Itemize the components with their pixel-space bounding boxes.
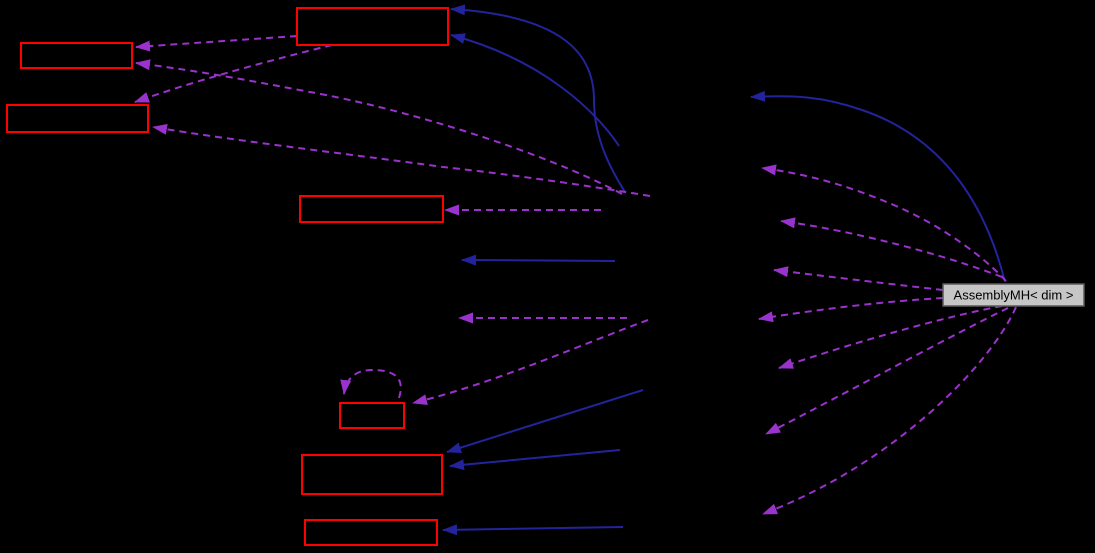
main-class-node-label: AssemblyMH< dim > — [954, 288, 1074, 303]
class-node-middle[interactable] — [299, 195, 444, 223]
edges-layer — [134, 4, 1017, 536]
main-class-node[interactable]: AssemblyMH< dim > — [942, 283, 1085, 307]
class-node-upper-left[interactable] — [20, 42, 133, 69]
usage-center-small — [412, 319, 649, 406]
main-usage-4 — [758, 297, 944, 323]
usage-center-upperleft — [135, 59, 623, 195]
association-lower-a — [446, 389, 644, 454]
inheritance-right-curve — [750, 90, 1006, 283]
usage-self-loop — [340, 368, 402, 399]
class-node-lower[interactable] — [301, 454, 443, 495]
main-usage-1 — [761, 164, 1007, 282]
class-node-bottom[interactable] — [304, 519, 438, 546]
main-usage-6 — [765, 307, 1009, 435]
inheritance-top-inner — [450, 33, 620, 147]
association-mid-left — [461, 254, 616, 266]
association-bottom — [442, 524, 624, 536]
inheritance-top-outer — [450, 4, 626, 193]
class-node-left[interactable] — [6, 104, 149, 133]
main-class-node-box[interactable] — [942, 283, 1085, 307]
nodes-layer — [6, 7, 449, 546]
main-usage-3 — [773, 266, 944, 291]
class-node-top[interactable] — [296, 7, 449, 46]
usage-top-to-upperleft — [135, 35, 298, 52]
usage-top-to-left — [134, 44, 333, 103]
usage-center-left — [152, 123, 651, 197]
main-usage-7 — [762, 306, 1017, 515]
class-node-small[interactable] — [339, 402, 405, 429]
association-lower-b — [449, 449, 621, 471]
